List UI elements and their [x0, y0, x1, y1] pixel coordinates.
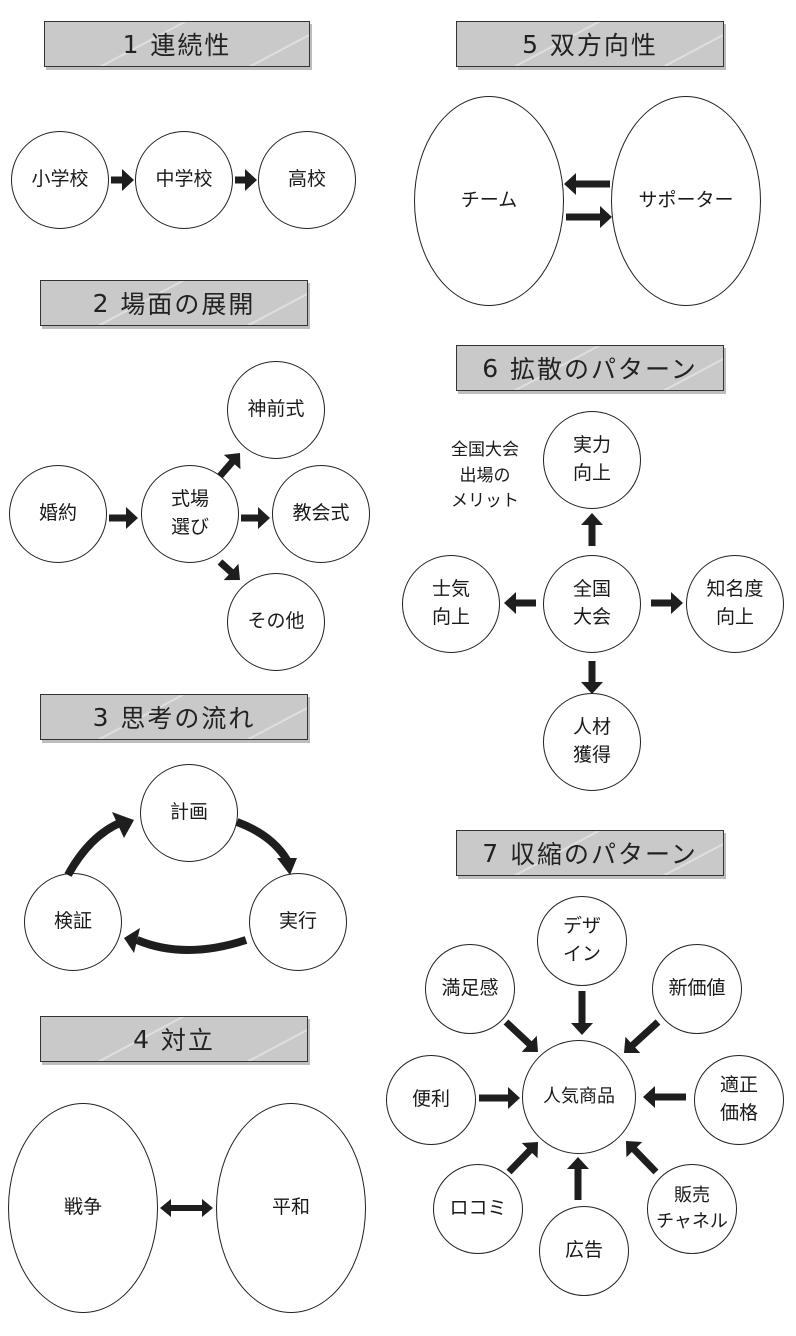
- section-title-text: 収縮のパターン: [510, 840, 698, 869]
- section-1-title: 1 連続性: [44, 21, 310, 67]
- node-word-of-mouth: ロコミ: [433, 1164, 523, 1254]
- section-number: 5: [522, 29, 540, 59]
- node-convenience: 便利: [386, 1055, 476, 1145]
- arrow-execute-to-verify-head: [124, 928, 140, 953]
- section-4-title: 4 対立: [40, 1016, 308, 1062]
- section-number: 6: [482, 353, 501, 383]
- section-5-title: 5 双方向性: [456, 21, 724, 67]
- arrow-team-to-supporters: [566, 206, 612, 228]
- section-3-title: 3 思考の流れ: [40, 694, 308, 740]
- node-elementary-school: 小学校: [11, 131, 109, 229]
- arrow-design-to-center: [571, 991, 593, 1035]
- node-fair-price: 適正 価格: [694, 1055, 784, 1145]
- arrow-verify-to-plan-head: [112, 812, 134, 838]
- annotation-merits: 全国大会 出場の メリット: [451, 440, 519, 511]
- node-engagement: 婚約: [9, 465, 107, 563]
- node-recognition-improvement: 知名度 向上: [686, 555, 784, 653]
- node-sales-channel: 販売 チャネル: [647, 1164, 737, 1254]
- section-title-text: 双方向性: [549, 31, 658, 60]
- node-other: その他: [227, 573, 325, 671]
- section-title-text: 対立: [160, 1026, 215, 1055]
- arrow-satisfaction-to-center: [503, 1019, 538, 1052]
- node-supporters: サポーター: [611, 96, 761, 306]
- node-satisfaction: 満足感: [425, 944, 515, 1034]
- node-plan: 計画: [140, 764, 238, 862]
- node-skill-improvement: 実力 向上: [543, 411, 641, 509]
- arrow-center-to-left: [504, 592, 536, 614]
- section-number: 1: [122, 29, 141, 59]
- arrow-convenience-to-center: [479, 1087, 520, 1109]
- node-middle-school: 中学校: [135, 131, 233, 229]
- node-team: チーム: [414, 96, 564, 306]
- node-talent-acquisition: 人材 獲得: [543, 693, 641, 791]
- arrow-engagement-to-venue: [109, 507, 138, 529]
- node-advertising: 広告: [539, 1206, 629, 1296]
- arrow-elementary-to-middle: [111, 169, 134, 191]
- arrow-center-to-right: [651, 592, 683, 614]
- section-title-text: 拡散のパターン: [510, 355, 698, 384]
- node-peace: 平和: [216, 1103, 366, 1313]
- arrow-venue-to-church: [241, 507, 270, 529]
- node-execute: 実行: [249, 873, 347, 971]
- arrow-execute-to-verify: [135, 936, 248, 954]
- node-popular-product: 人気商品: [522, 1040, 636, 1154]
- arrow-war-peace: [160, 1199, 213, 1217]
- node-shinto-ceremony: 神前式: [227, 361, 325, 459]
- section-number: 3: [92, 702, 111, 732]
- arrow-center-to-bottom: [581, 661, 603, 694]
- arrow-advertising-to-center: [567, 1157, 589, 1200]
- section-title-text: 場面の展開: [120, 290, 256, 319]
- arrow-verify-to-plan: [64, 818, 124, 877]
- section-title-text: 思考の流れ: [120, 704, 256, 733]
- node-high-school: 高校: [258, 131, 356, 229]
- node-war: 戦争: [8, 1103, 158, 1313]
- arrow-fairprice-to-center: [643, 1086, 686, 1108]
- arrow-supporters-to-team: [564, 173, 610, 195]
- arrow-wordofmouth-to-center: [506, 1142, 538, 1175]
- section-title-text: 連続性: [150, 31, 232, 60]
- arrow-venue-to-shinto: [217, 453, 241, 479]
- section-number: 7: [482, 838, 501, 868]
- section-7-title: 7 収縮のパターン: [456, 830, 724, 876]
- arrow-venue-to-other: [217, 559, 240, 581]
- node-morale-improvement: 士気 向上: [402, 555, 500, 653]
- arrow-center-to-top: [581, 513, 603, 546]
- section-2-title: 2 場面の展開: [40, 280, 308, 326]
- node-church-ceremony: 教会式: [272, 465, 370, 563]
- arrow-newvalue-to-center: [624, 1019, 661, 1054]
- node-verify: 検証: [24, 873, 122, 971]
- arrow-saleschannel-to-center: [626, 1141, 659, 1175]
- arrow-middle-to-high: [235, 169, 257, 191]
- section-number: 4: [133, 1024, 151, 1054]
- node-new-value: 新価値: [652, 944, 742, 1034]
- arrow-plan-to-execute: [235, 818, 291, 863]
- section-number: 2: [92, 288, 111, 318]
- node-venue-selection: 式場 選び: [141, 465, 239, 563]
- node-design: デザ イン: [537, 896, 627, 986]
- section-6-title: 6 拡散のパターン: [456, 345, 724, 391]
- node-national-tournament: 全国 大会: [543, 555, 641, 653]
